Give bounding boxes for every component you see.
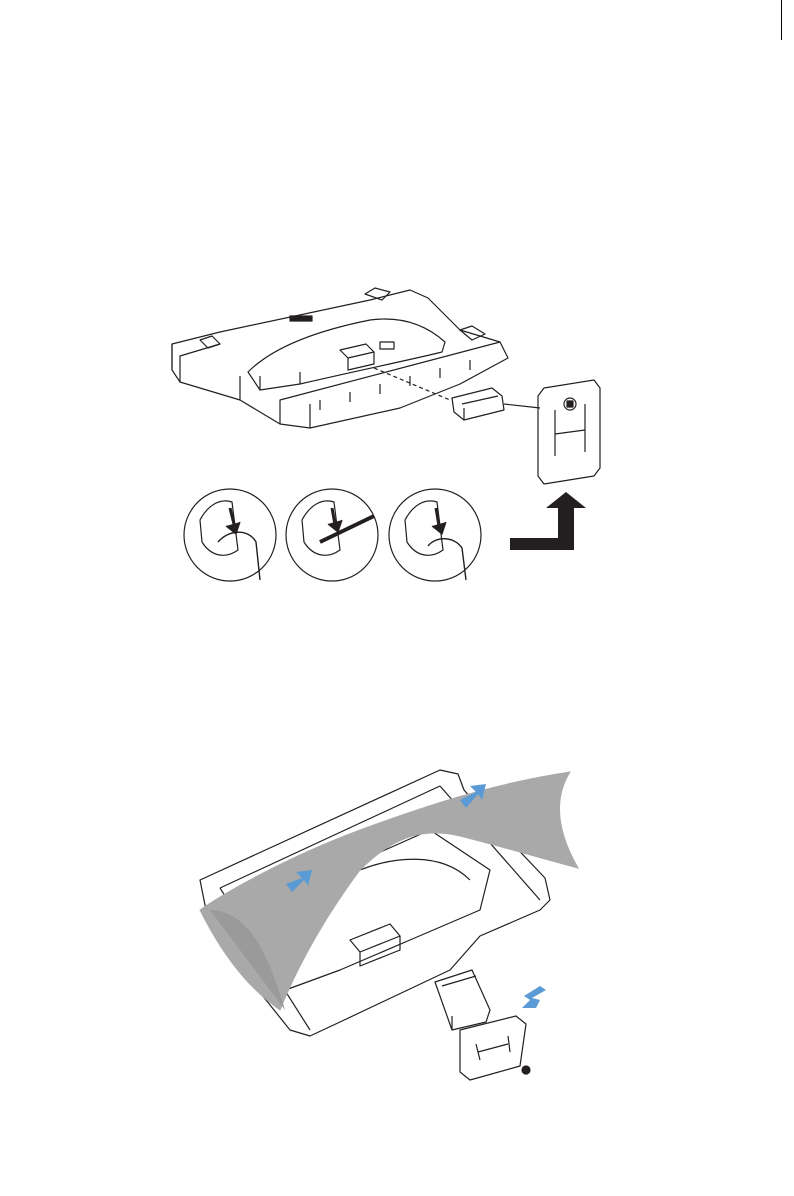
vesa-install-svg [190,760,590,1090]
brand-logo [290,316,312,321]
stand-neck [452,388,504,420]
arrow-up-right-icon [510,492,586,550]
monitor-removal-svg [160,280,620,600]
detail-circle-1 [184,489,276,581]
foam-tray [172,290,508,428]
detail-circle-2 [286,489,378,581]
blue-arrow-icon [522,986,546,1008]
screw [522,1066,530,1074]
monitor-removal-diagram [160,280,620,600]
protective-sheet [200,772,578,1010]
monitor-back [248,319,445,390]
vesa-bracket-install-diagram [190,760,590,1090]
detail-circle-3 [389,489,481,581]
stand-neck [435,970,490,1030]
cut-line [781,0,782,40]
